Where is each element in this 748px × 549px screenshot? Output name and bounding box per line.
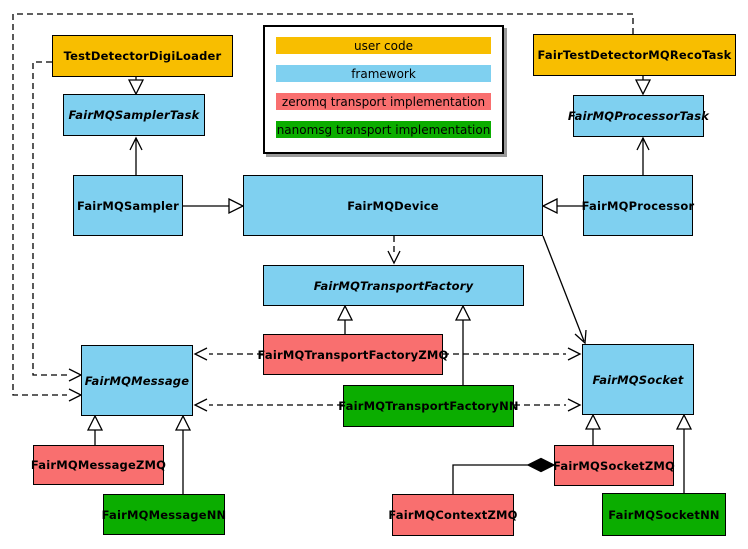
- legend-item-zeromq: zeromq transport implementation: [276, 93, 491, 110]
- class-box-fairmq-sampler: FairMQSampler: [73, 175, 183, 236]
- class-box-fairmq-context-zmq: FairMQContextZMQ: [388, 494, 517, 536]
- composition-diamond: [526, 457, 556, 473]
- class-box-fairmq-socket-zmq: FairMQSocketZMQ: [553, 445, 675, 486]
- class-box-fairmq-message-zmq: FairMQMessageZMQ: [31, 445, 166, 485]
- inheritance-arrow-socketnn-to-socket: [675, 413, 693, 493]
- dependency-arrow-factoryzmq-to-message: [193, 347, 263, 361]
- dependency-arrow-factoryzmq-to-socket: [443, 347, 582, 361]
- class-box-fairmq-transport-factory-nn: FairMQTransportFactoryNN: [338, 385, 519, 427]
- inheritance-arrow-sampler-to-device: [183, 197, 245, 215]
- class-box-fairmq-transport-factory: FairMQTransportFactory: [263, 265, 524, 306]
- inheritance-arrow-messagenn-to-message: [174, 414, 192, 494]
- class-box-fairmq-socket: FairMQSocket: [582, 344, 694, 415]
- legend-item-user-code: user code: [276, 37, 491, 54]
- association-arrow-device-to-socket: [542, 235, 587, 345]
- inheritance-arrow-processor-to-device: [541, 197, 583, 215]
- class-box-fairmq-sampler-task: FairMQSamplerTask: [63, 94, 205, 136]
- class-box-fairmq-transport-factory-zmq: FairMQTransportFactoryZMQ: [258, 334, 448, 375]
- association-arrow-sampler-to-samplertask: [129, 136, 143, 175]
- composition-link-socketzmq-contextzmq: [452, 457, 556, 494]
- legend: user code framework zeromq transport imp…: [263, 25, 504, 154]
- association-arrow-processor-to-processortask: [636, 136, 650, 175]
- legend-item-framework: framework: [276, 65, 491, 82]
- class-box-fairmq-message: FairMQMessage: [81, 345, 193, 416]
- dependency-arrow-factorynn-to-socket: [514, 398, 582, 412]
- legend-item-nanomsg: nanomsg transport implementation: [276, 121, 491, 138]
- inheritance-arrow-socketzmq-to-socket: [584, 413, 602, 445]
- inheritance-arrow-messagezmq-to-message: [86, 414, 104, 445]
- inheritance-arrow-recotask-to-processortask: [634, 76, 652, 96]
- inheritance-arrow-factorynn-to-transportfactory: [454, 304, 472, 385]
- class-box-fairmq-device: FairMQDevice: [243, 175, 543, 236]
- class-box-fairmq-processor: FairMQProcessor: [582, 175, 694, 236]
- class-box-test-detector-digi-loader: TestDetectorDigiLoader: [52, 35, 233, 77]
- inheritance-arrow-digiloader-to-samplertask: [127, 76, 145, 96]
- class-box-fair-test-detector-mq-reco-task: FairTestDetectorMQRecoTask: [533, 34, 736, 76]
- dependency-arrow-factorynn-to-message: [193, 398, 343, 412]
- dependency-arrow-device-to-transportfactory: [387, 236, 401, 265]
- class-box-fairmq-socket-nn: FairMQSocketNN: [602, 493, 726, 536]
- class-box-fairmq-message-nn: FairMQMessageNN: [102, 494, 226, 535]
- inheritance-arrow-factoryzmq-to-transportfactory: [336, 304, 354, 334]
- class-box-fairmq-processor-task: FairMQProcessorTask: [568, 95, 709, 137]
